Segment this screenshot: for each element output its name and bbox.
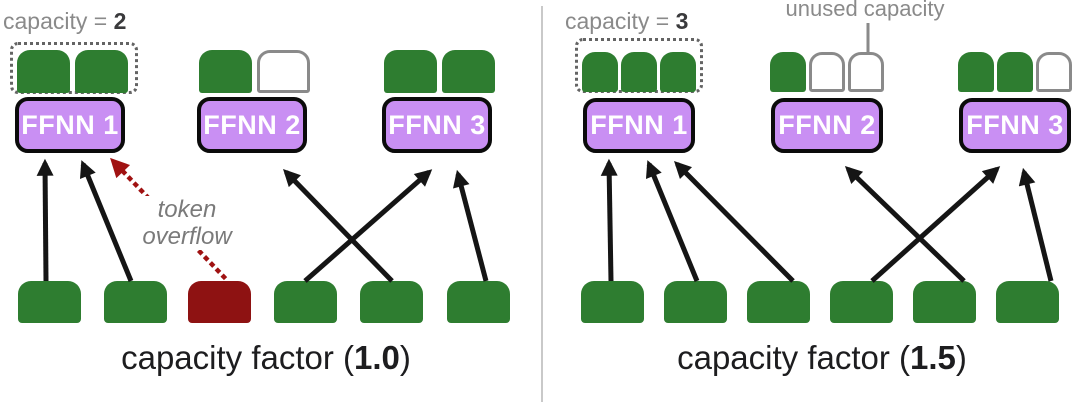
caption-right-prefix: capacity factor ( xyxy=(677,339,911,376)
capacity-slot-filled xyxy=(442,50,495,93)
ffnn-2-box-left: FFNN 2 xyxy=(197,97,307,153)
slot-row-ffnn1-right xyxy=(582,52,696,92)
routing-arrow-right-token2-to-ffnn1 xyxy=(645,160,700,282)
token-2-right xyxy=(664,281,727,323)
capacity-slot-filled xyxy=(17,50,70,93)
token-1-left xyxy=(18,281,81,323)
caption-right-suffix: ) xyxy=(955,339,967,376)
capacity-label-right-value: 3 xyxy=(675,8,689,34)
slot-row-ffnn3-right xyxy=(958,52,1072,92)
capacity-slot-filled xyxy=(621,52,657,92)
capacity-slot-filled xyxy=(199,50,252,93)
capacity-slot-filled xyxy=(958,52,994,92)
capacity-label-right: capacity = 3 xyxy=(565,8,688,34)
capacity-slot-empty xyxy=(257,50,310,93)
ffnn-1-label-right: FFNN 1 xyxy=(590,110,688,140)
panel-divider xyxy=(541,6,543,402)
unused-capacity-label: unused capacity xyxy=(785,0,945,21)
capacity-slot-filled xyxy=(384,50,437,93)
routing-arrow-right-token1-to-ffnn1 xyxy=(600,158,618,282)
caption-right-value: 1.5 xyxy=(910,339,956,376)
token-6-right xyxy=(996,281,1059,323)
ffnn-1-box-left: FFNN 1 xyxy=(15,97,125,153)
ffnn-2-label-right: FFNN 2 xyxy=(778,110,876,140)
token-4-right xyxy=(830,281,893,323)
token-5-left xyxy=(360,281,423,323)
capacity-slot-empty xyxy=(1036,52,1072,92)
capacity-slot-filled xyxy=(582,52,618,92)
token-2-left xyxy=(104,281,167,323)
ffnn-3-label-right: FFNN 3 xyxy=(966,110,1064,140)
slot-row-ffnn2-right xyxy=(770,52,884,92)
routing-arrow-right-token5-to-ffnn2 xyxy=(844,166,966,283)
routing-arrow-right-token6-to-ffnn3 xyxy=(1018,167,1054,282)
ffnn-1-box-right: FFNN 1 xyxy=(583,98,695,153)
capacity-label-left: capacity = 2 xyxy=(3,8,126,34)
routing-arrow-right-token3-to-ffnn1 xyxy=(674,160,795,283)
ffnn-2-box-right: FFNN 2 xyxy=(771,98,883,153)
token-1-right xyxy=(581,281,644,323)
slot-row-ffnn3-left xyxy=(384,50,495,93)
ffnn-3-box-left: FFNN 3 xyxy=(382,97,492,153)
token-5-right xyxy=(913,281,976,323)
capacity-label-right-prefix: capacity = xyxy=(565,8,676,34)
capacity-slot-filled xyxy=(997,52,1033,92)
caption-left-value: 1.0 xyxy=(354,339,400,376)
capacity-slot-empty xyxy=(848,52,884,92)
ffnn-1-label-left: FFNN 1 xyxy=(21,109,119,140)
slot-row-ffnn1-left xyxy=(17,50,128,93)
capacity-slot-empty xyxy=(809,52,845,92)
caption-left-prefix: capacity factor ( xyxy=(121,339,355,376)
slot-row-ffnn2-left xyxy=(199,50,310,93)
routing-arrow-left-token1-to-ffnn1 xyxy=(36,158,54,282)
token-overflow-label: token overflow xyxy=(139,196,235,250)
ffnn-3-label-left: FFNN 3 xyxy=(388,109,486,140)
token-4-left xyxy=(274,281,337,323)
capacity-label-left-prefix: capacity = xyxy=(3,8,114,34)
caption-left: capacity factor (1.0) xyxy=(121,339,411,377)
capacity-label-left-value: 2 xyxy=(113,8,127,34)
caption-left-suffix: ) xyxy=(399,339,411,376)
token-3-left-overflow xyxy=(188,281,251,323)
capacity-outline-left xyxy=(10,42,138,94)
routing-arrow-left-token5-to-ffnn2 xyxy=(283,168,394,283)
routing-arrow-left-token6-to-ffnn3 xyxy=(453,169,489,282)
ffnn-2-label-left: FFNN 2 xyxy=(203,109,301,140)
routing-arrow-right-token4-to-ffnn3 xyxy=(870,166,1001,283)
capacity-slot-filled xyxy=(75,50,128,93)
capacity-slot-filled xyxy=(660,52,696,92)
token-6-left xyxy=(447,281,510,323)
routing-arrow-left-token2-to-ffnn1 xyxy=(79,160,134,282)
token-overflow-line1: token xyxy=(157,196,217,223)
caption-right: capacity factor (1.5) xyxy=(677,339,967,377)
token-3-right xyxy=(747,281,810,323)
capacity-slot-filled xyxy=(770,52,806,92)
ffnn-3-box-right: FFNN 3 xyxy=(959,98,1071,153)
token-overflow-line2: overflow xyxy=(142,223,232,250)
routing-arrow-left-token4-to-ffnn3 xyxy=(303,169,433,283)
